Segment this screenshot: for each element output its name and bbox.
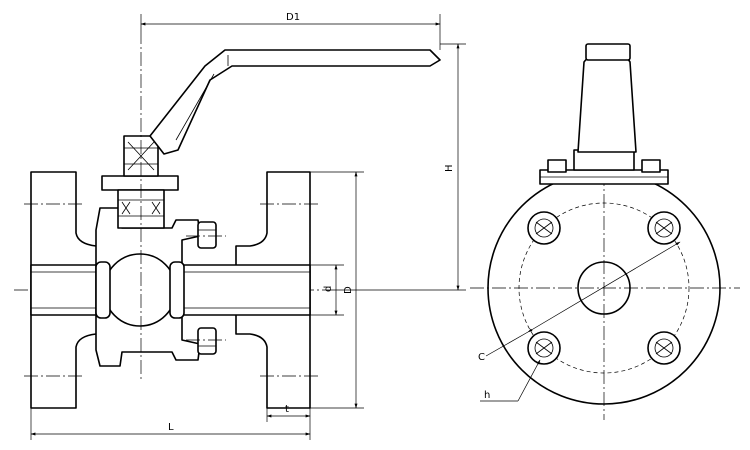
label-l: L — [168, 422, 174, 433]
dimension-h-hole: h — [480, 359, 541, 402]
bonnet — [101, 175, 179, 191]
label-d-outer: D — [343, 286, 354, 294]
side-view — [14, 30, 441, 409]
handle-lever — [149, 49, 441, 155]
label-h: H — [444, 164, 455, 172]
bolt-hole-br — [647, 331, 681, 365]
bolt-hole-tl — [527, 211, 561, 245]
dimension-d-outer: D — [310, 171, 364, 409]
front-view — [470, 43, 740, 420]
dimension-l: L — [30, 408, 311, 440]
front-stem — [573, 149, 635, 171]
lower-bolt — [186, 327, 226, 355]
label-d1: D1 — [286, 12, 300, 23]
dimension-h: H — [330, 43, 466, 291]
ball — [103, 253, 177, 327]
dimension-d-bore: d — [310, 264, 344, 316]
front-handle — [577, 49, 637, 153]
label-d-bore: d — [323, 286, 334, 292]
bolt-hole-tr — [647, 211, 681, 245]
upper-bolt — [186, 221, 226, 249]
label-t: t — [285, 404, 289, 415]
bolt-hole-bl — [527, 331, 561, 365]
label-c: C — [478, 352, 485, 363]
dimension-c: C — [478, 241, 681, 363]
dimension-d1: D1 — [140, 12, 441, 50]
label-h-hole: h — [484, 390, 490, 401]
dimension-t: t — [266, 404, 311, 422]
